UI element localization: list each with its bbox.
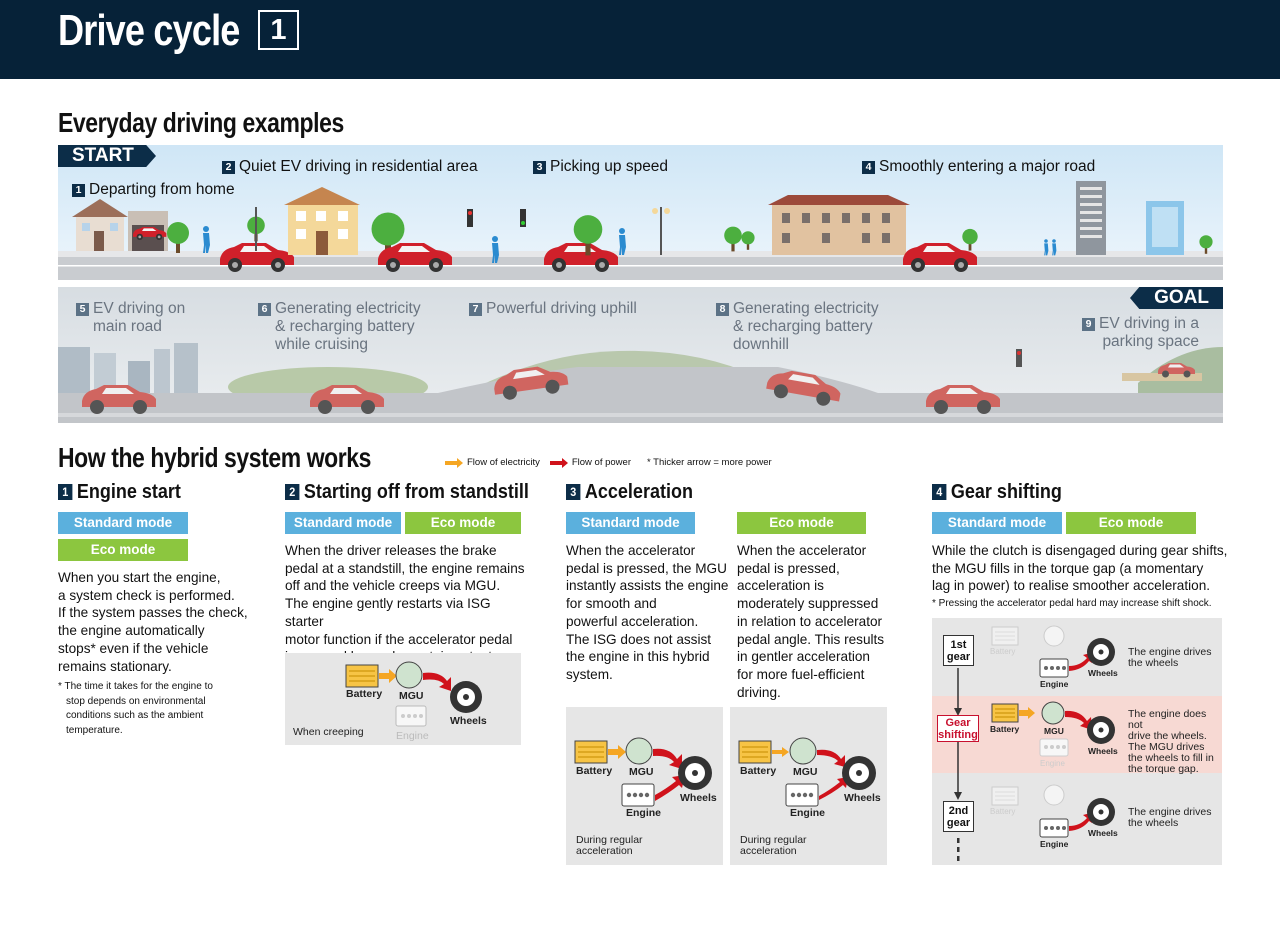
- acceleration-eco-svg: [738, 737, 876, 807]
- standard-mode-badge: Standard mode: [285, 512, 401, 534]
- creeping-diagram: Battery MGU Wheels Engine When creeping: [285, 653, 521, 745]
- gear-shifting-body: While the clutch is disengaged during ge…: [932, 543, 1228, 594]
- standard-mode-badge: Standard mode: [932, 512, 1062, 534]
- scene-bottom-illustration: [58, 287, 1223, 423]
- header-bar: Drive cycle 1: [0, 0, 1280, 79]
- power-arrow-icon: [549, 457, 568, 468]
- acceleration-eco-diagram: Battery MGU Wheels Engine During regular…: [730, 707, 887, 865]
- scene-top: [58, 145, 1223, 280]
- eco-mode-badge: Eco mode: [58, 539, 188, 561]
- scene-bottom: [58, 287, 1223, 423]
- engine-start-body: When you start the engine,a system check…: [58, 570, 248, 674]
- gear-shifting-note: * Pressing the accelerator pedal hard ma…: [932, 598, 1212, 609]
- eco-mode-badge: Eco mode: [1066, 512, 1196, 534]
- gear-shifting-highlight: [932, 696, 1222, 773]
- standard-mode-badge: Standard mode: [58, 512, 188, 534]
- hybrid-title: How the hybrid system works: [58, 442, 372, 473]
- scene-top-illustration: [58, 145, 1223, 280]
- page-number-box: 1: [258, 10, 299, 50]
- start-flag: START: [58, 145, 156, 167]
- legend: Flow of electricity Flow of power * Thic…: [445, 457, 772, 468]
- standard-mode-badge: Standard mode: [566, 512, 695, 534]
- eco-mode-badge: Eco mode: [405, 512, 521, 534]
- eco-mode-badge: Eco mode: [737, 512, 866, 534]
- acceleration-standard-svg: [574, 737, 712, 807]
- electricity-arrow-icon: [445, 457, 463, 468]
- gear-shifting-svg: [954, 625, 1115, 861]
- everyday-title: Everyday driving examples: [58, 107, 344, 138]
- goal-flag: GOAL: [1130, 287, 1223, 309]
- creeping-diagram-svg: [345, 661, 482, 727]
- page-title: Drive cycle: [58, 6, 240, 55]
- acceleration-standard-diagram: Battery MGU Wheels Engine During regular…: [566, 707, 723, 865]
